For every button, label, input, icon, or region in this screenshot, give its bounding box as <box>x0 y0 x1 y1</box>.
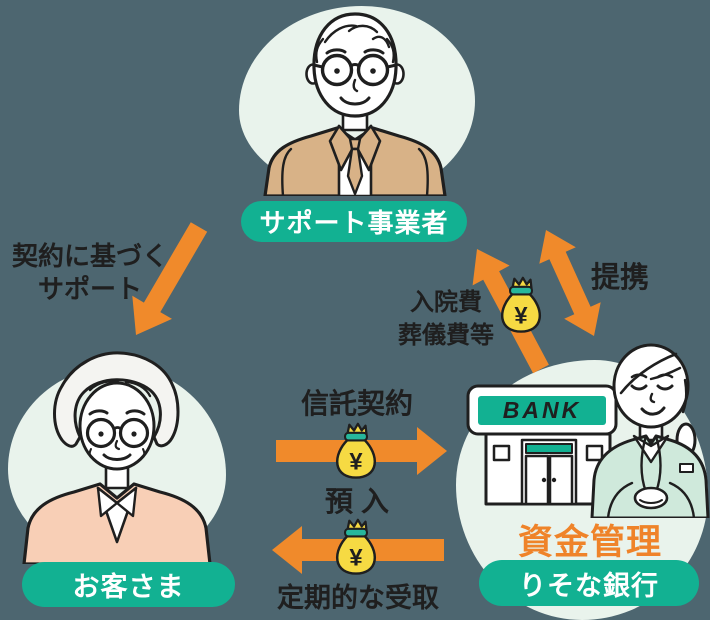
money-bag-icon <box>335 518 377 575</box>
contract-support-line1: 契約に基づく <box>11 241 168 271</box>
periodic-receipt-label: 定期的な受取 <box>277 583 439 613</box>
support-agent-pill: サポート事業者 <box>241 201 467 242</box>
arrow-contract-support <box>132 222 208 335</box>
clerk-closed-eye-left <box>630 384 648 391</box>
grandma-hair <box>53 351 180 448</box>
man-glasses-icon <box>314 53 396 87</box>
hospital-funeral-label: 入院費 葬儀費等 <box>388 286 504 352</box>
bank-building-icon: BANK <box>466 384 618 506</box>
money-bag-icon <box>500 276 542 333</box>
bank-clerk-illustration <box>590 343 710 518</box>
customer-illustration <box>22 351 212 564</box>
customer-pill: お客さま <box>22 562 235 607</box>
clerk-hands <box>633 486 669 510</box>
hospital-funeral-line1: 入院費 <box>410 289 482 316</box>
money-bag-icon <box>335 422 377 479</box>
support-agent-illustration <box>263 12 447 196</box>
funds-management-caption: 資金管理 <box>517 523 662 562</box>
trust-contract-label: 信託契約 <box>300 388 413 419</box>
partnership-label: 提携 <box>590 262 649 294</box>
contract-support-label: 契約に基づく サポート <box>6 240 174 305</box>
arrow-partnership <box>539 230 601 336</box>
grandma-glasses-icon <box>85 417 150 449</box>
bank-sign-text: BANK <box>503 397 581 423</box>
clerk-closed-eye-right <box>656 384 674 391</box>
hospital-funeral-line2: 葬儀費等 <box>398 322 494 350</box>
clerk-jacket <box>590 434 710 518</box>
deposit-label: 預入 <box>324 486 397 517</box>
resona-bank-pill: りそな銀行 <box>479 560 699 606</box>
clerk-head <box>612 343 690 429</box>
bank-window-left <box>492 444 511 462</box>
contract-support-line2: サポート <box>37 273 142 304</box>
bank-window-right <box>585 444 604 462</box>
